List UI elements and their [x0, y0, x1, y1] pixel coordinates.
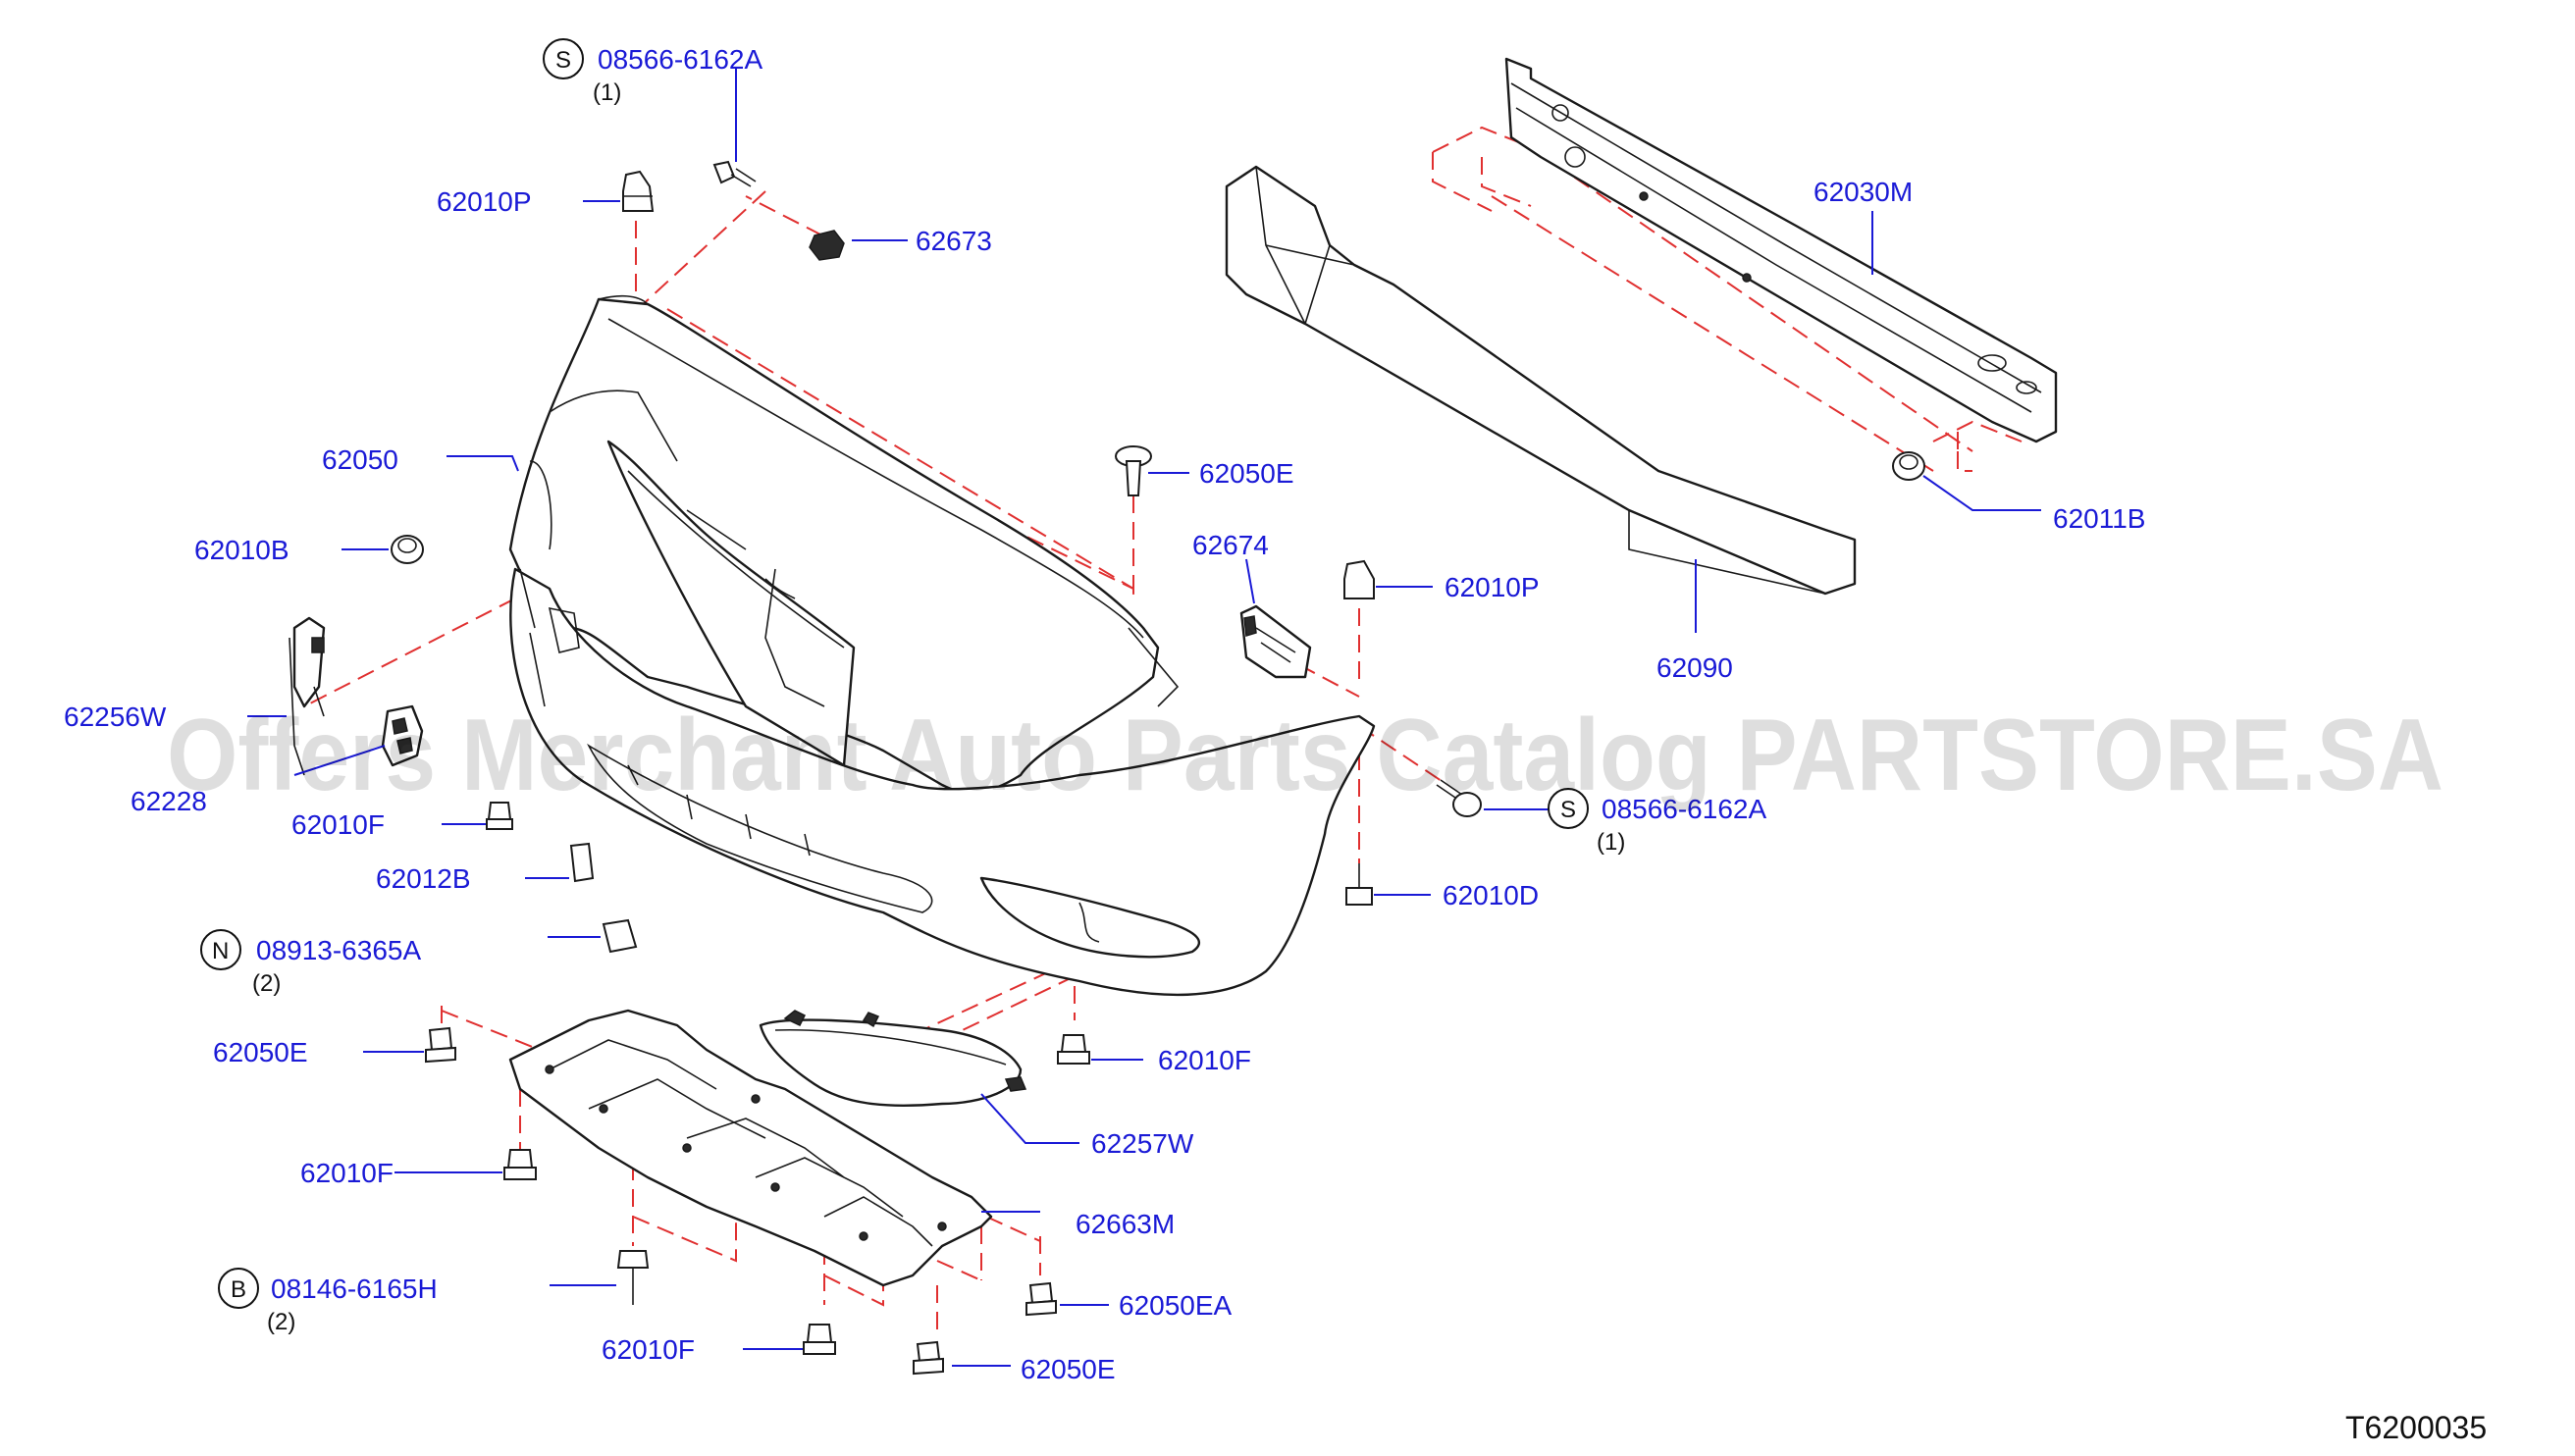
std-part-number: 08913-6365A: [256, 935, 421, 965]
marker-circle-s: [1548, 788, 1589, 829]
screw-08566-right: [1436, 779, 1482, 817]
callout-62090[interactable]: 62090: [1656, 652, 1733, 683]
callout-62674[interactable]: 62674: [1192, 530, 1269, 560]
clip-62050e-left: [425, 1026, 456, 1064]
clip-62050e-top: [1115, 445, 1152, 496]
std-part-qty: (1): [1597, 829, 1625, 856]
marker-letter: S: [1560, 797, 1576, 823]
callout-labels: 62010P 62673 62050 62010B 62256W 62228 6…: [64, 177, 2145, 1384]
fasteners: [391, 160, 1925, 1376]
bolt-62010d: [1345, 863, 1373, 906]
fog-lamp-bezel: [759, 1010, 1027, 1107]
callout-62050e-left[interactable]: 62050E: [213, 1037, 308, 1067]
front-bumper-fascia: [508, 294, 1376, 997]
callout-62050[interactable]: 62050: [322, 444, 398, 475]
callout-62010f-3[interactable]: 62010F: [602, 1334, 695, 1365]
side-bracket-62256w: [289, 616, 326, 776]
marker-letter: N: [212, 938, 229, 964]
clip-62050ea: [1025, 1281, 1057, 1317]
clip-62010p-right: [1343, 559, 1375, 599]
callout-62010f-right[interactable]: 62010F: [1158, 1045, 1251, 1075]
callout-62010f-1[interactable]: 62010F: [291, 809, 385, 840]
marker-letter: S: [555, 47, 571, 74]
bumper-reinforcement: [1504, 57, 2058, 443]
callout-62010p-right[interactable]: 62010P: [1445, 572, 1540, 602]
watermark-text: Offers Merchant Auto Parts Catalog PARTS…: [167, 699, 2444, 812]
energy-absorber: [1225, 165, 1857, 596]
marker-letter: B: [231, 1276, 246, 1303]
std-part-qty: (1): [593, 79, 621, 106]
callout-62010p-top[interactable]: 62010P: [437, 186, 532, 217]
callout-62228[interactable]: 62228: [131, 786, 207, 816]
callout-62030m[interactable]: 62030M: [1813, 177, 1913, 207]
marker-circle-n: [200, 929, 241, 970]
std-part-b-left[interactable]: B 08146-6165H (2): [218, 1268, 438, 1335]
drawing-code: T6200035: [2345, 1410, 2487, 1445]
bolt-62010f-2: [503, 1149, 537, 1180]
callout-62010f-2[interactable]: 62010F: [300, 1158, 394, 1188]
marker-circle-b: [218, 1268, 259, 1309]
std-part-number: 08566-6162A: [598, 44, 762, 75]
clip-62010p-top: [622, 170, 655, 212]
bracket-62674: [1239, 604, 1312, 679]
leader-lines: [247, 69, 2041, 1367]
marker-circle-s: [543, 38, 584, 79]
bolt-08146: [616, 1250, 650, 1305]
clip-62050e-bottom: [913, 1340, 944, 1376]
clip-62012b: [569, 842, 595, 883]
callout-62257w[interactable]: 62257W: [1091, 1128, 1194, 1159]
bolt-62010f-right: [1057, 1034, 1090, 1065]
callout-62256w[interactable]: 62256W: [64, 702, 167, 732]
nut-62010b-left: [391, 535, 424, 564]
callout-62011b[interactable]: 62011B: [2053, 503, 2145, 534]
std-part-s-right[interactable]: S 08566-6162A (1): [1548, 788, 1766, 856]
callout-62050e-top[interactable]: 62050E: [1199, 458, 1294, 489]
nut-62011b: [1892, 451, 1925, 481]
std-part-n-left[interactable]: N 08913-6365A (2): [200, 929, 421, 997]
nut-62673: [809, 230, 845, 261]
callout-62012b[interactable]: 62012B: [376, 863, 471, 894]
bracket-62228: [381, 704, 424, 767]
std-part-s-top[interactable]: S 08566-6162A (1): [543, 38, 762, 106]
std-part-qty: (2): [252, 970, 281, 997]
screw-08566-top: [712, 160, 757, 187]
bolt-62010f-1: [486, 802, 513, 830]
nut-08913: [602, 918, 638, 954]
callout-62673[interactable]: 62673: [916, 226, 992, 256]
callout-62010d[interactable]: 62010D: [1443, 880, 1539, 910]
callout-62050e-bottom[interactable]: 62050E: [1021, 1354, 1116, 1384]
engine-under-cover: [508, 1009, 993, 1287]
std-part-number: 08566-6162A: [1602, 794, 1766, 824]
bolt-62010f-3: [803, 1324, 836, 1355]
callout-62663m[interactable]: 62663M: [1076, 1209, 1175, 1239]
std-part-qty: (2): [267, 1309, 295, 1335]
callout-62010b[interactable]: 62010B: [194, 535, 289, 565]
std-part-number: 08146-6165H: [271, 1274, 438, 1304]
callout-62050ea[interactable]: 62050EA: [1119, 1290, 1233, 1321]
